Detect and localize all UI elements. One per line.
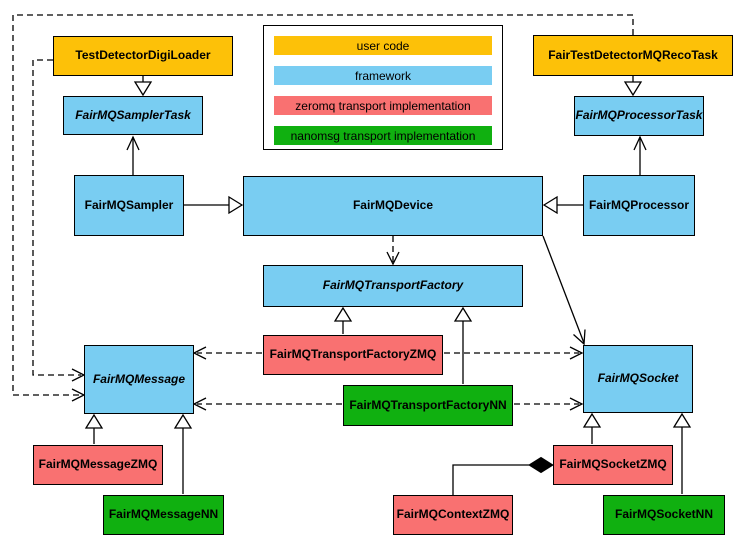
node-fairmqprocessor: FairMQProcessor bbox=[583, 175, 695, 236]
edge-socketzmq-contextzmq bbox=[452, 456, 554, 495]
node-fairmqdevice: FairMQDevice bbox=[243, 176, 543, 236]
edge-messagezmq-message bbox=[84, 413, 104, 444]
node-fairmqprocessortask: FairMQProcessorTask bbox=[574, 96, 704, 136]
edge-sampler-device bbox=[184, 195, 244, 215]
edge-factorynn-factory bbox=[453, 306, 473, 384]
node-fairmqmessagenn: FairMQMessageNN bbox=[103, 495, 224, 535]
edge-factorynn-socket bbox=[514, 397, 584, 411]
edge-sampler-samplertask bbox=[126, 135, 140, 175]
node-fairtestdetectormqrecotask: FairTestDetectorMQRecoTask bbox=[533, 35, 733, 76]
edge-processor-processortask bbox=[633, 135, 647, 175]
edge-device-socket bbox=[542, 235, 586, 346]
node-fairmqcontextzmq: FairMQContextZMQ bbox=[393, 495, 513, 535]
legend: user code framework zeromq transport imp… bbox=[263, 25, 503, 150]
node-fairmqsocket: FairMQSocket bbox=[583, 345, 693, 413]
edge-recotask-processortask bbox=[623, 76, 643, 97]
edge-factoryzmq-factory bbox=[333, 306, 353, 334]
node-fairmqtransportfactory: FairMQTransportFactory bbox=[263, 265, 523, 307]
node-testdetectordigiloader: TestDetectorDigiLoader bbox=[53, 36, 233, 76]
edge-device-transportfactory bbox=[386, 236, 400, 266]
node-fairmqsamplertask: FairMQSamplerTask bbox=[63, 96, 203, 135]
node-fairmqmessage: FairMQMessage bbox=[84, 345, 194, 414]
edge-digiloader-samplertask bbox=[133, 76, 153, 97]
edge-factorynn-message bbox=[192, 397, 342, 411]
legend-item-user-code: user code bbox=[274, 36, 492, 55]
node-fairmqsocketnn: FairMQSocketNN bbox=[603, 495, 725, 535]
edge-factoryzmq-socket bbox=[444, 346, 584, 360]
edge-messagenn-message bbox=[173, 413, 193, 494]
edge-socketnn-socket bbox=[672, 412, 692, 494]
legend-item-framework: framework bbox=[274, 66, 492, 85]
node-fairmqtransportfactoryzmq: FairMQTransportFactoryZMQ bbox=[263, 335, 443, 375]
edge-processor-device bbox=[542, 195, 583, 215]
node-fairmqsocketzmq: FairMQSocketZMQ bbox=[553, 445, 673, 485]
node-fairmqsampler: FairMQSampler bbox=[74, 175, 184, 236]
node-fairmqtransportfactorynn: FairMQTransportFactoryNN bbox=[343, 385, 513, 426]
edge-socketzmq-socket bbox=[582, 412, 602, 444]
legend-item-zeromq: zeromq transport implementation bbox=[274, 96, 492, 115]
legend-item-nanomsg: nanomsg transport implementation bbox=[274, 126, 492, 145]
edge-factoryzmq-message bbox=[192, 346, 262, 360]
node-fairmqmessagezmq: FairMQMessageZMQ bbox=[33, 445, 163, 485]
